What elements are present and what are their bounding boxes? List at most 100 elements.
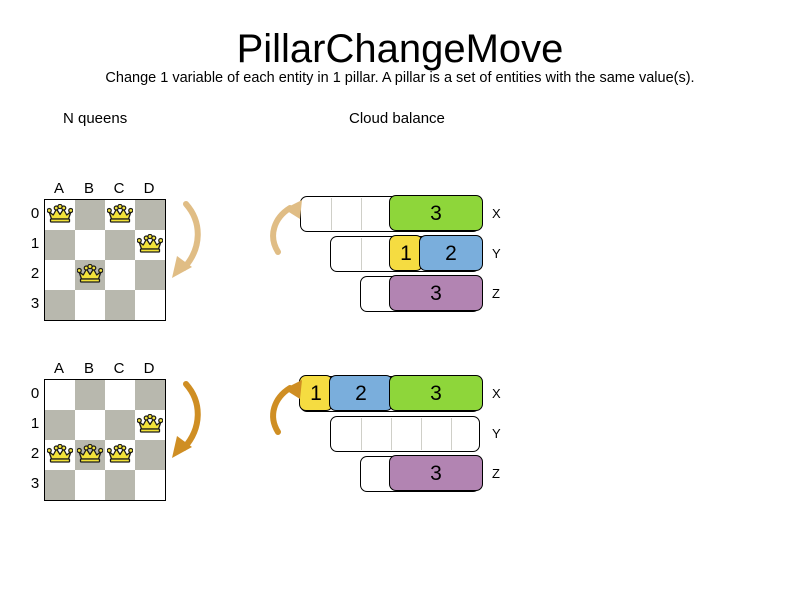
queen-icon-C0[interactable]	[107, 204, 133, 226]
board-column-labels: A B C D	[44, 180, 164, 198]
chessboard-cell-B0[interactable]	[75, 200, 105, 230]
chessboard-cell-A0[interactable]	[45, 380, 75, 410]
chessboard-cell-B0[interactable]	[75, 380, 105, 410]
cloud-process-segment-1[interactable]: 1	[299, 375, 333, 412]
chessboard-cell-A2[interactable]	[45, 260, 75, 290]
queen-icon-D1[interactable]	[137, 414, 163, 436]
cloud-process-value: 2	[445, 241, 457, 265]
section-heading-cloud: Cloud balance	[349, 110, 445, 127]
chessboard-cell-A1[interactable]	[45, 230, 75, 260]
board-column-label: C	[113, 180, 125, 197]
board-column-label: A	[53, 180, 64, 197]
chessboard-cell-D3[interactable]	[135, 290, 165, 320]
chessboard-grid	[44, 199, 166, 321]
cloud-process-segment-1[interactable]: 1	[389, 235, 423, 272]
queen-icon-A0[interactable]	[47, 204, 73, 226]
chessboard-cell-A3[interactable]	[45, 470, 75, 500]
cloud-process-segment-3[interactable]: 3	[389, 195, 483, 232]
board-column-label: B	[83, 360, 94, 377]
board-move-arrow-top-icon	[166, 196, 212, 288]
cloud-process-segment-2[interactable]: 2	[329, 375, 393, 412]
queen-icon-D1[interactable]	[137, 234, 163, 256]
board-row-label: 0	[30, 205, 40, 222]
chessboard-cell-B1[interactable]	[75, 410, 105, 440]
cloud-process-value: 3	[430, 461, 442, 485]
chessboard-cell-B3[interactable]	[75, 290, 105, 320]
board-column-labels: A B C D	[44, 360, 164, 378]
board-row-label: 2	[30, 445, 40, 462]
cloud-bar-row-Y: Y	[296, 416, 514, 452]
queen-icon-B2[interactable]	[77, 264, 103, 286]
cloud-computer-label-X: X	[492, 206, 501, 221]
cloud-computer-bar-Y[interactable]	[330, 416, 480, 452]
cloud-computer-label-Z: Z	[492, 466, 500, 481]
cloud-process-segment-3[interactable]: 3	[389, 275, 483, 312]
board-column-label: C	[113, 360, 125, 377]
board-row-labels: 0 1 2 3	[28, 379, 42, 499]
cloud-process-value: 1	[310, 381, 322, 405]
cloud-computer-label-Z: Z	[492, 286, 500, 301]
chessboard-cell-D3[interactable]	[135, 470, 165, 500]
bar-cell-divider	[361, 238, 362, 270]
queen-icon-B2[interactable]	[77, 444, 103, 466]
cloud-computer-bar-Z[interactable]: 3	[360, 275, 483, 312]
board-row-label: 1	[30, 415, 40, 432]
cloud-process-value: 3	[430, 281, 442, 305]
bar-cell-divider	[451, 418, 452, 450]
board-row-label: 3	[30, 295, 40, 312]
cloud-computer-label-Y: Y	[492, 246, 501, 261]
cloud-move-arrow-top-icon	[266, 196, 310, 260]
queen-icon-A2[interactable]	[47, 444, 73, 466]
bar-cell-divider	[361, 198, 362, 230]
cloud-process-segment-3[interactable]: 3	[389, 375, 483, 412]
chessboard-cell-C1[interactable]	[105, 410, 135, 440]
cloud-process-value: 3	[430, 381, 442, 405]
board-column-label: D	[143, 180, 155, 197]
board-column-label: A	[53, 360, 64, 377]
chessboard-cell-C0[interactable]	[105, 380, 135, 410]
chessboard-grid	[44, 379, 166, 501]
page-title: PillarChangeMove	[236, 27, 564, 71]
chessboard-cell-D2[interactable]	[135, 260, 165, 290]
chessboard-cell-C2[interactable]	[105, 260, 135, 290]
board-column-label: D	[143, 360, 155, 377]
cloud-move-arrow-bottom-icon	[266, 376, 310, 440]
chessboard-cell-D2[interactable]	[135, 440, 165, 470]
board-row-label: 0	[30, 385, 40, 402]
cloud-process-value: 1	[400, 241, 412, 265]
cloud-computer-bar-X[interactable]: 1 2 3	[299, 375, 483, 412]
chessboard-cell-D0[interactable]	[135, 200, 165, 230]
bar-cell-divider	[361, 418, 362, 450]
chessboard-cell-C1[interactable]	[105, 230, 135, 260]
chessboard-cell-C3[interactable]	[105, 470, 135, 500]
cloud-process-value: 2	[355, 381, 367, 405]
page-subtitle: Change 1 variable of each entity in 1 pi…	[105, 70, 695, 86]
chessboard-cell-A1[interactable]	[45, 410, 75, 440]
queen-icon-C2[interactable]	[107, 444, 133, 466]
bar-cell-divider	[331, 198, 332, 230]
cloud-process-segment-3[interactable]: 3	[389, 455, 483, 492]
board-row-label: 3	[30, 475, 40, 492]
board-row-labels: 0 1 2 3	[28, 199, 42, 319]
cloud-computer-bar-X[interactable]: 3	[300, 195, 483, 232]
cloud-process-segment-2[interactable]: 2	[419, 235, 483, 272]
section-heading-nqueens: N queens	[63, 110, 128, 127]
bar-cell-divider	[391, 418, 392, 450]
board-row-label: 1	[30, 235, 40, 252]
chessboard-cell-D0[interactable]	[135, 380, 165, 410]
chessboard-cell-B3[interactable]	[75, 470, 105, 500]
cloud-computer-label-Y: Y	[492, 426, 501, 441]
board-row-label: 2	[30, 265, 40, 282]
chessboard-cell-B1[interactable]	[75, 230, 105, 260]
chessboard-cell-C3[interactable]	[105, 290, 135, 320]
chessboard-cell-A3[interactable]	[45, 290, 75, 320]
board-column-label: B	[83, 180, 94, 197]
bar-cell-divider	[421, 418, 422, 450]
cloud-computer-bar-Z[interactable]: 3	[360, 455, 483, 492]
